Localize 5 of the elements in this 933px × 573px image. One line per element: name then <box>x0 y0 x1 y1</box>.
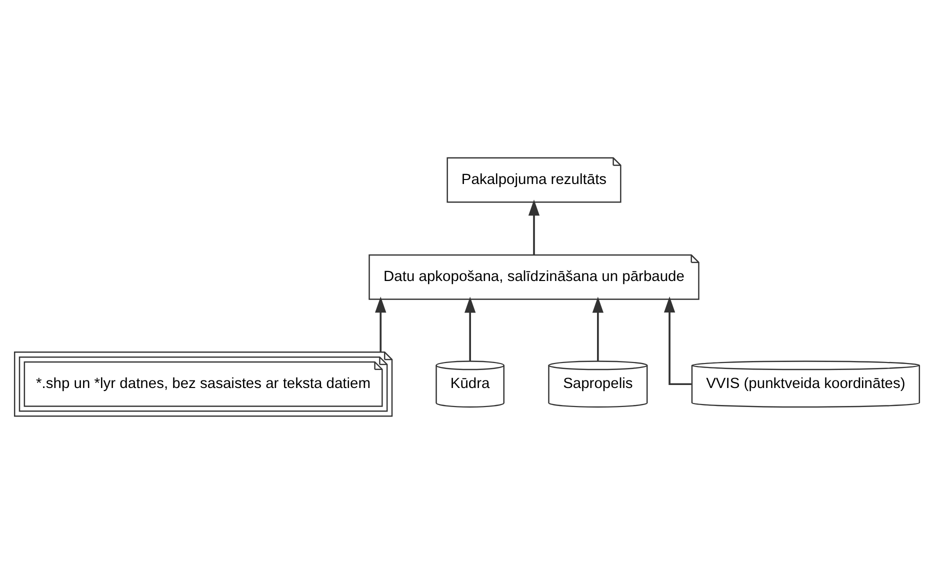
arrow <box>374 296 386 352</box>
arrow <box>663 296 691 385</box>
arrow <box>464 296 476 360</box>
arrow <box>592 296 604 360</box>
arrow <box>528 199 540 254</box>
